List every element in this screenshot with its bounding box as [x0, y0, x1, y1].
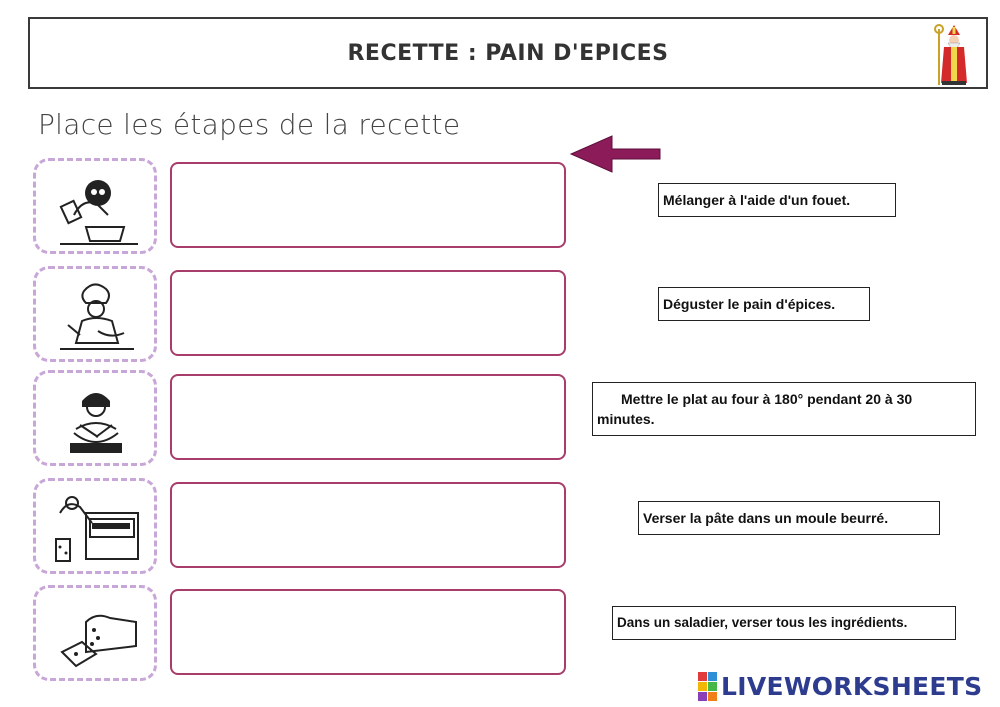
step-label-text: Mélanger à l'aide d'un fouet.: [663, 192, 851, 208]
instruction-text: Place les étapes de la recette: [38, 108, 461, 141]
liveworksheets-logo-icon: [698, 671, 717, 701]
step-label-3[interactable]: Mettre le plat au four à 180° pendant 20…: [592, 382, 976, 436]
answer-box-4[interactable]: [170, 482, 566, 568]
chef-whisking-icon: [60, 283, 134, 350]
image-slot-5: [33, 585, 157, 681]
person-pouring-ingredients-icon: [59, 180, 138, 245]
step-label-text: Verser la pâte dans un moule beurré.: [643, 510, 889, 526]
answer-box-5[interactable]: [170, 589, 566, 675]
saint-nicolas-icon: [934, 24, 967, 85]
step-label-text: Déguster le pain d'épices.: [663, 296, 836, 312]
step-label-2[interactable]: Déguster le pain d'épices.: [658, 287, 870, 321]
image-slot-4: [33, 478, 157, 574]
step-label-1[interactable]: Mélanger à l'aide d'un fouet.: [658, 183, 896, 217]
page-title: RECETTE : PAIN D'EPICES: [347, 41, 669, 66]
image-slot-1: [33, 158, 157, 254]
step-label-5[interactable]: Dans un saladier, verser tous les ingréd…: [612, 606, 956, 640]
image-slot-3: [33, 370, 157, 466]
answer-box-2[interactable]: [170, 270, 566, 356]
brand-name: LIVEWORKSHEETS: [721, 671, 983, 701]
title-banner: RECETTE : PAIN D'EPICES: [28, 17, 988, 89]
person-oven-icon: [55, 496, 139, 562]
gingerbread-loaf-icon: [60, 614, 137, 668]
answer-box-1[interactable]: [170, 162, 566, 248]
liveworksheets-logo: LIVEWORKSHEETS: [698, 670, 982, 702]
answer-box-3[interactable]: [170, 374, 566, 460]
step-label-text: Dans un saladier, verser tous les ingréd…: [617, 615, 908, 630]
step-label-text: Mettre le plat au four à 180° pendant 20…: [597, 391, 913, 427]
image-slot-2: [33, 266, 157, 362]
child-mixing-bowl-icon: [70, 393, 122, 453]
step-label-4[interactable]: Verser la pâte dans un moule beurré.: [638, 501, 940, 535]
arrow-left-icon: [569, 135, 661, 173]
